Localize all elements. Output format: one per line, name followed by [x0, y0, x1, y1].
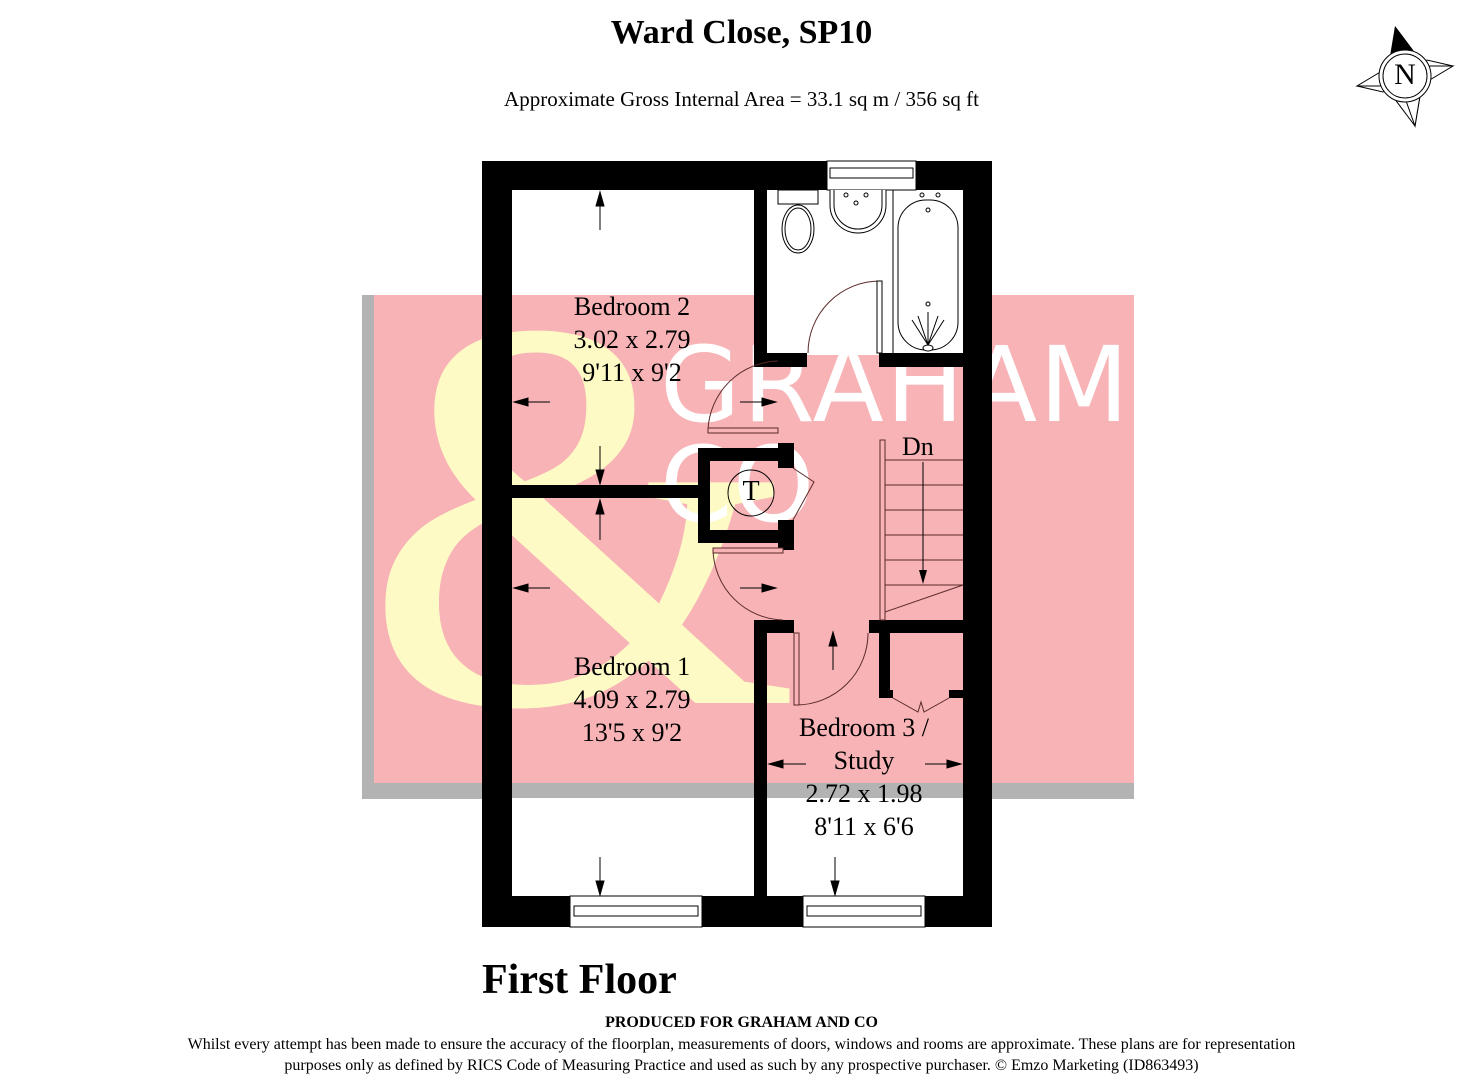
disclaimer-line-2: purposes only as defined by RICS Code of… — [284, 1057, 1199, 1074]
room-imperial-size: 13'5 x 9'2 — [581, 718, 683, 747]
room-name-line1: Bedroom 3 / — [799, 713, 929, 742]
stairs-down-label: Dn — [902, 432, 934, 461]
room-imperial-size: 8'11 x 6'6 — [814, 812, 914, 841]
dimension-arrows — [512, 190, 963, 897]
room-metric-size: 4.09 x 2.79 — [573, 685, 691, 714]
floor-label: First Floor — [482, 957, 677, 1003]
room-name: Bedroom 2 — [573, 292, 691, 321]
windows — [569, 160, 926, 928]
produced-for-text: PRODUCED FOR GRAHAM AND CO — [605, 1014, 878, 1031]
staircase — [879, 439, 964, 621]
bathroom-fixtures — [777, 189, 959, 353]
compass-north-letter: N — [1394, 58, 1416, 91]
room-name-line2: Study — [833, 746, 895, 775]
room-bedroom-1: Bedroom 1 4.09 x 2.79 13'5 x 9'2 — [532, 650, 732, 749]
door-swings — [707, 280, 950, 713]
room-imperial-size: 9'11 x 9'2 — [582, 358, 682, 387]
walls — [482, 161, 992, 927]
plan-title: Ward Close, SP10 — [610, 14, 873, 51]
gross-area-text: Approximate Gross Internal Area = 33.1 s… — [504, 87, 979, 111]
tank-label: T — [742, 476, 760, 507]
room-bedroom-2: Bedroom 2 3.02 x 2.79 9'11 x 9'2 — [532, 290, 732, 389]
disclaimer: Whilst every attempt has been made to en… — [110, 1034, 1373, 1076]
room-metric-size: 3.02 x 2.79 — [573, 325, 691, 354]
room-name: Bedroom 1 — [573, 652, 691, 681]
room-bedroom-3-study: Bedroom 3 / Study 2.72 x 1.98 8'11 x 6'6 — [774, 711, 954, 843]
room-metric-size: 2.72 x 1.98 — [805, 779, 923, 808]
disclaimer-line-1: Whilst every attempt has been made to en… — [187, 1036, 1296, 1053]
